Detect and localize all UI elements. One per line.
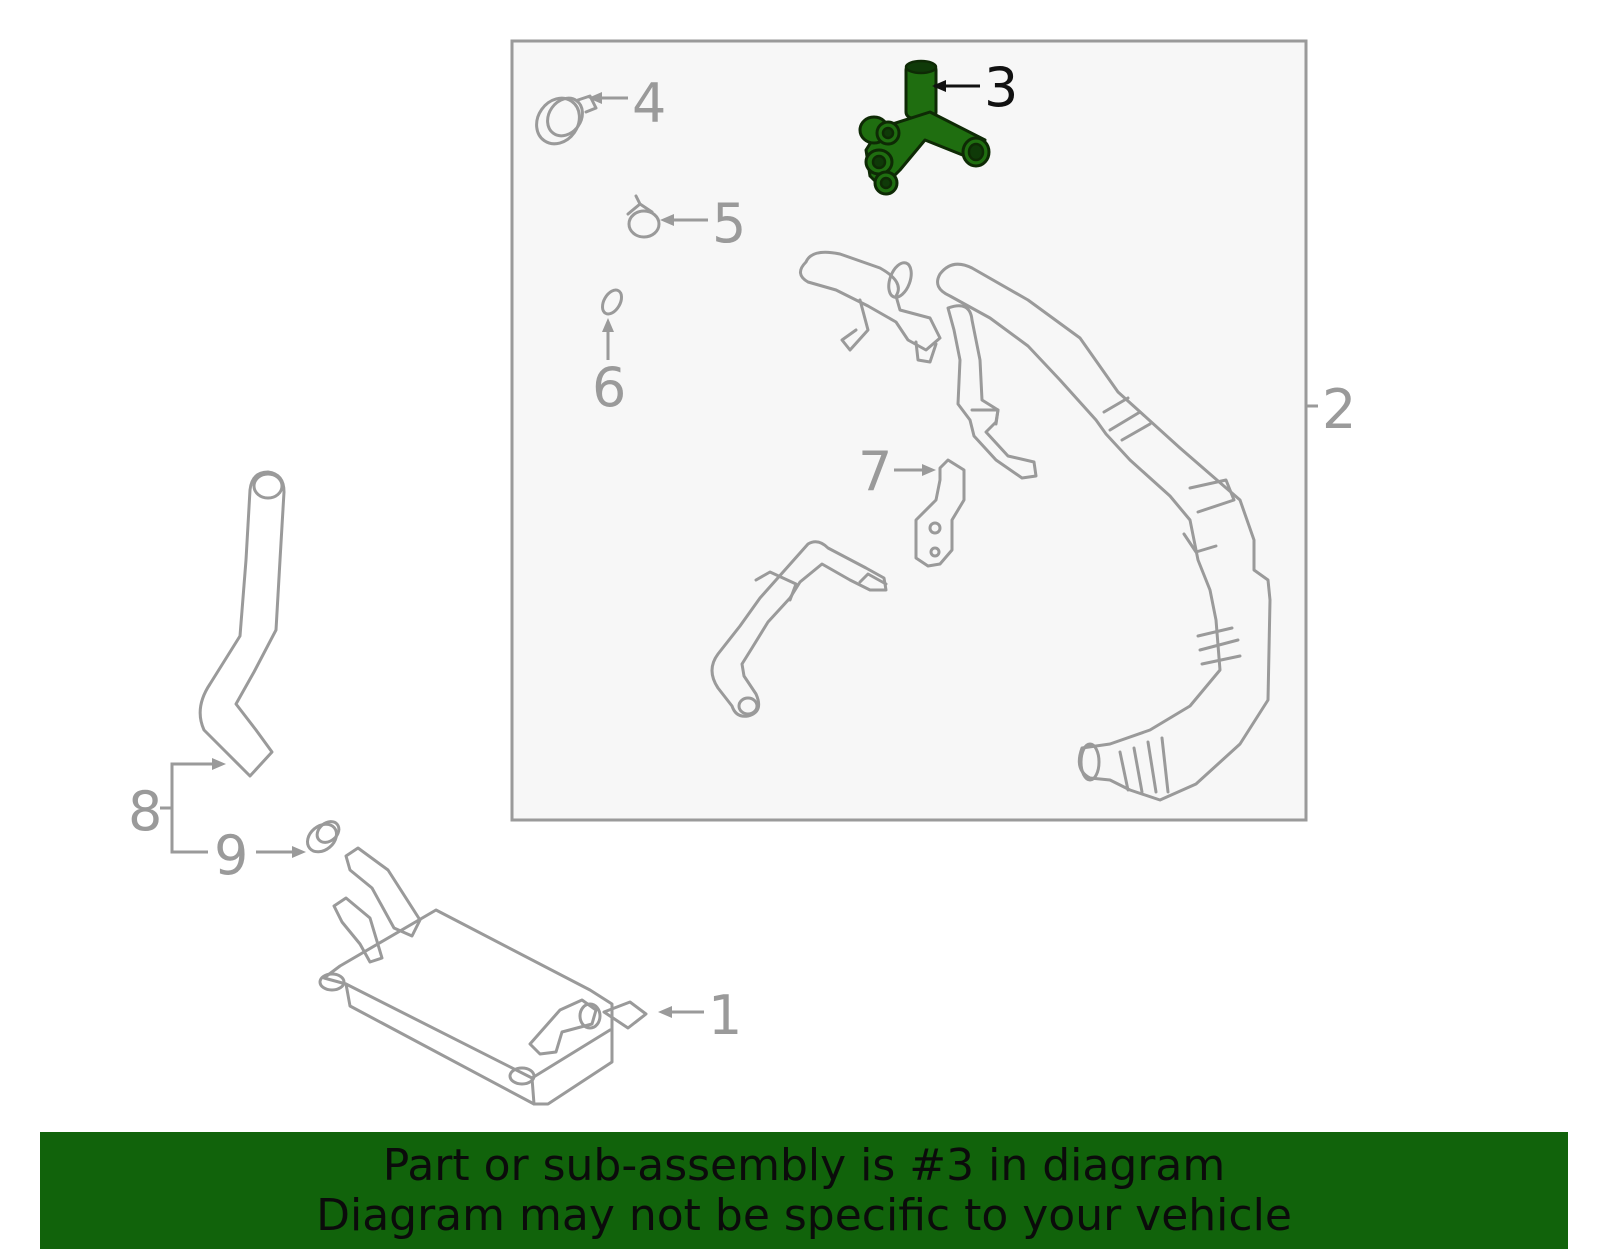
callout-2: 2 [1322,378,1356,441]
part-7-bracket [914,458,966,568]
part-5-clip [626,194,661,239]
part-4-clamp [535,94,598,146]
banner-line-2: Diagram may not be specific to your vehi… [316,1189,1292,1241]
banner-line-1: Part or sub-assembly is #3 in diagram [382,1139,1226,1191]
part-8-hose [198,470,286,778]
callout-3: 3 [984,56,1018,119]
part-9-clamp [306,820,341,854]
part-6-o-ring [601,288,623,316]
callout-9: 9 [214,824,248,887]
callout-6: 6 [592,356,626,419]
part-1-oil-cooler [318,846,648,1106]
callout-5: 5 [712,192,746,255]
callout-1: 1 [708,984,742,1047]
part-3-highlighted[interactable] [858,59,991,196]
callout-4: 4 [632,72,666,135]
subassembly-box [510,39,1308,822]
info-banner: Part or sub-assembly is #3 in diagram Di… [40,1132,1568,1249]
callout-7: 7 [858,440,892,503]
callout-8: 8 [128,780,162,843]
